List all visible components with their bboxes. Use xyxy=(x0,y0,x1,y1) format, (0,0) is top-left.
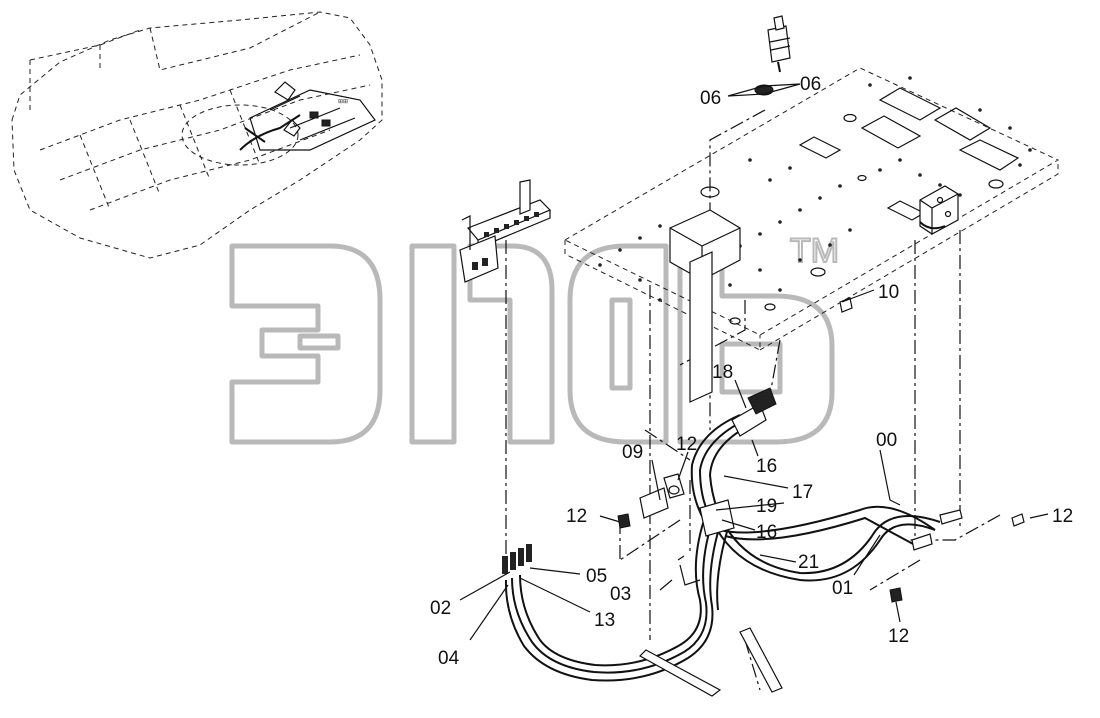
relay-block xyxy=(459,179,552,283)
callout-06-right: 06 xyxy=(800,74,821,95)
callout-12-left: 12 xyxy=(566,506,587,527)
callout-10: 10 xyxy=(878,282,899,303)
callout-12-right: 12 xyxy=(1052,506,1073,527)
svg-text:⊞⊞: ⊞⊞ xyxy=(338,99,348,105)
callout-labels: 06 06 10 18 00 09 12 16 17 19 12 16 12 2… xyxy=(430,74,1073,669)
top-connector xyxy=(727,15,801,97)
callout-19: 19 xyxy=(756,496,777,517)
leader-lines xyxy=(459,289,1049,641)
callout-12-top: 12 xyxy=(676,434,697,455)
callout-03: 03 xyxy=(610,584,631,605)
trademark-text: TM xyxy=(790,232,839,270)
callout-05: 05 xyxy=(586,566,607,587)
callout-00: 00 xyxy=(876,430,897,451)
mount-bracket xyxy=(669,209,741,403)
callout-01: 01 xyxy=(832,578,853,599)
callout-16-top: 16 xyxy=(756,456,777,477)
callout-12-bottom: 12 xyxy=(888,626,909,647)
callout-16-bottom: 16 xyxy=(756,522,777,543)
watermark-logo: TM xyxy=(229,231,840,445)
callout-17: 17 xyxy=(792,482,813,503)
callout-21: 21 xyxy=(798,552,819,573)
callout-02: 02 xyxy=(430,598,451,619)
callout-09: 09 xyxy=(622,442,643,463)
wire-harness xyxy=(502,297,1025,697)
bolt-holes xyxy=(598,76,1032,312)
callout-04: 04 xyxy=(438,648,460,669)
floor-plate xyxy=(563,67,1060,351)
callout-13: 13 xyxy=(594,610,615,631)
callout-06-left: 06 xyxy=(700,88,721,109)
callout-18: 18 xyxy=(712,362,733,383)
cab-inset-drawing: ⊞⊞ xyxy=(11,11,383,259)
